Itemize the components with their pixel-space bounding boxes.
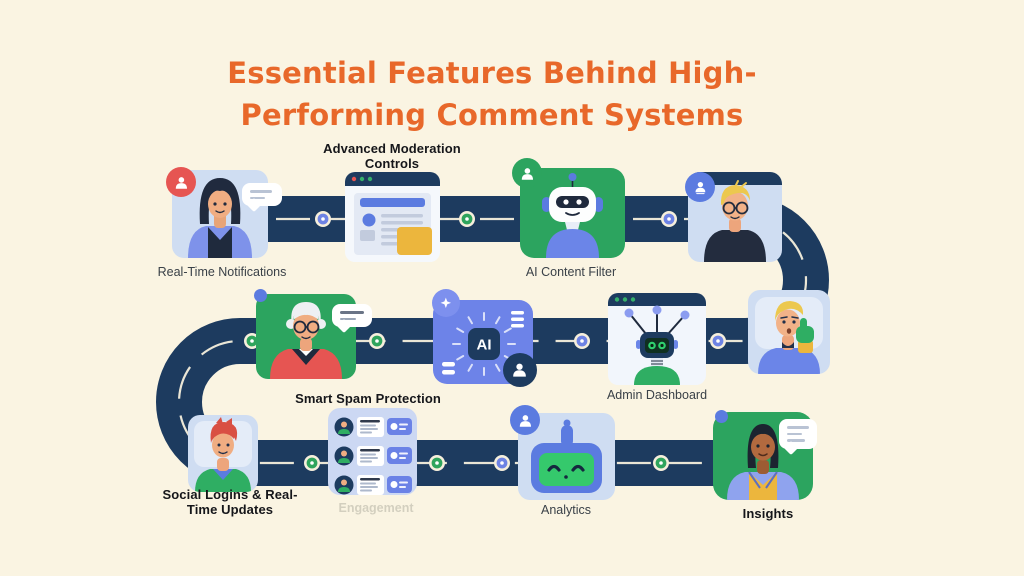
card-admin-dashboard [608,293,706,385]
browser-window-icon [345,172,440,255]
ai-chip-icon: AI [442,311,524,376]
notification-user-badge [166,167,196,197]
feature-label-advanced-moderation-controls: Advanced Moderation Controls [323,141,461,172]
filter-user-badge [512,158,542,188]
feature-label-real-time-notifications: Real-Time Notifications [157,265,287,279]
ai-chip-label: AI [477,337,492,354]
list-row [334,475,412,495]
woman-avatar-illustration [188,178,252,258]
sparkle-icon [440,297,452,309]
profile-user-badge [685,172,715,202]
man-glasses-avatar-illustration [688,172,782,262]
card-social-logins [188,415,258,492]
elder-man-avatar-illustration [270,302,342,379]
person-icon [175,176,187,189]
feature-label-engagement-faded: Engagement [338,501,414,515]
list-row [334,417,412,437]
feature-label-analytics: Analytics [540,503,592,517]
thumbs-up-icon [798,340,813,353]
person-icon [519,414,531,427]
sparkle-badge [432,289,460,317]
card-real-time-notifications [166,167,282,258]
woman-insights-avatar-illustration [727,424,799,500]
card-user-comment-list [328,408,417,495]
list-row [334,446,412,466]
analytics-robot-icon [531,419,602,493]
page-title: Essential Features Behind High- Performi… [0,52,984,136]
page-title-line1: Essential Features Behind High- [227,56,757,90]
feature-label-social-logins: Social Logins & Real-Time Updates [162,487,298,518]
accent-dot [715,410,728,423]
person-icon [521,167,533,180]
person-icon [695,181,705,194]
card-advanced-moderation-controls [345,172,440,262]
feature-label-smart-spam-protection: Smart Spam Protection [295,391,441,406]
person-icon [513,364,527,378]
speech-bubble-icon [779,419,817,449]
man-thumbsup-avatar-illustration [755,297,823,374]
dashboard-robot-icon [608,293,706,385]
card-insights [713,410,817,500]
ai-user-badge [503,353,537,387]
speech-bubble-icon [332,304,372,327]
card-smart-spam-protection [254,289,372,379]
feature-label-ai-content-filter: AI Content Filter [525,265,617,279]
accent-dot [254,289,267,302]
comment-list-illustration [334,417,412,495]
page-title-line2: Performing Comment Systems [240,98,744,132]
feature-label-insights: Insights [742,506,794,521]
card-commenter-profile-middle [748,290,830,374]
card-ai-content-filter [512,158,625,258]
feature-label-admin-dashboard: Admin Dashboard [606,388,708,402]
man-redhair-avatar-illustration [194,417,252,492]
card-analytics [510,405,615,500]
chatbot-robot-icon [542,173,603,258]
card-commenter-profile-top [685,172,782,262]
speech-bubble-icon [242,183,282,206]
analytics-user-badge [510,405,540,435]
card-ai-engine: AI [432,289,537,387]
